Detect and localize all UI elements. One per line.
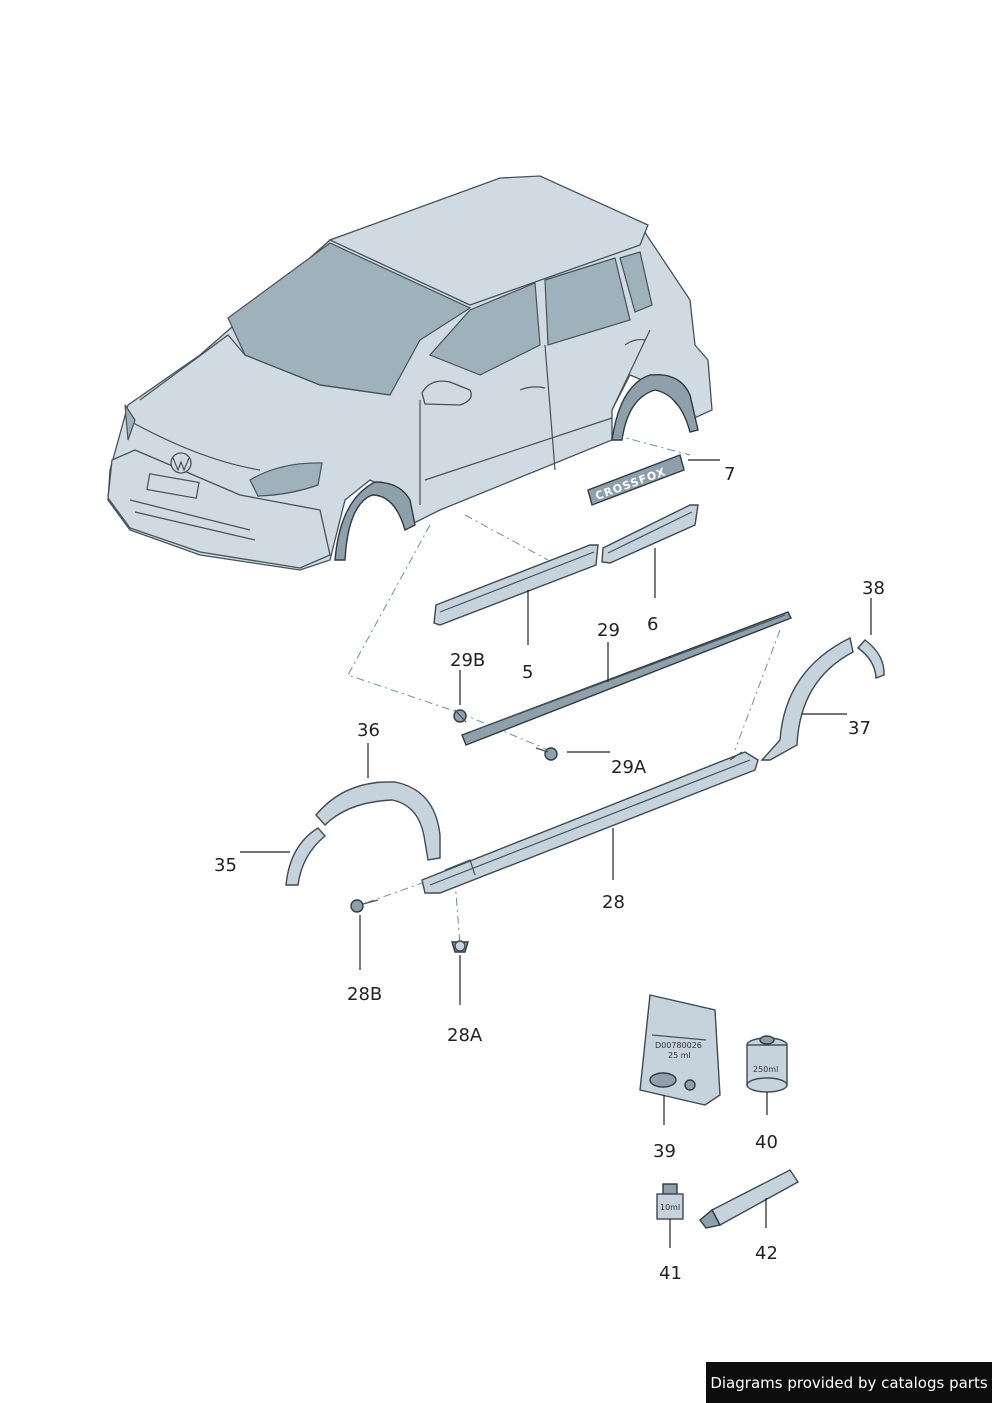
callout-28: 28 xyxy=(602,892,625,913)
callout-35: 35 xyxy=(214,855,237,876)
part-28b-screw[interactable] xyxy=(350,899,379,913)
callout-40: 40 xyxy=(755,1132,778,1153)
callout-42: 42 xyxy=(755,1243,778,1264)
callout-39: 39 xyxy=(653,1141,676,1162)
part-28-side-skirt[interactable] xyxy=(421,751,759,894)
callout-38: 38 xyxy=(862,578,885,599)
callout-29: 29 xyxy=(597,620,620,641)
bag-volume-text: 25 ml xyxy=(668,1051,691,1060)
callout-29a: 29A xyxy=(611,757,647,778)
part-39-adhesive-bag[interactable]: D00780026 25 ml xyxy=(639,994,721,1106)
part-38-rear-arch-trim-end[interactable] xyxy=(856,639,885,679)
part-6-rear-door-moulding[interactable] xyxy=(601,504,699,564)
callout-labels: 7 6 5 29 29B 29A 38 37 36 35 28 28B 28A … xyxy=(214,464,885,1284)
leader-lines xyxy=(240,459,872,1248)
callout-28a: 28A xyxy=(447,1025,483,1046)
bag-code-text: D00780026 xyxy=(655,1041,702,1050)
part-36-front-arch-trim[interactable] xyxy=(315,781,441,861)
guide-lines xyxy=(347,434,781,946)
car-illustration xyxy=(107,175,713,571)
callout-7: 7 xyxy=(724,464,735,485)
part-29b-clip[interactable] xyxy=(453,709,467,723)
part-5-front-door-moulding[interactable] xyxy=(433,544,599,626)
callout-41: 41 xyxy=(659,1263,682,1284)
callout-28b: 28B xyxy=(347,984,382,1005)
part-41-activator-bottle[interactable]: 10ml xyxy=(656,1183,684,1220)
callout-36: 36 xyxy=(357,720,380,741)
part-29a-screw[interactable] xyxy=(535,747,558,761)
callout-5: 5 xyxy=(522,662,533,683)
callout-37: 37 xyxy=(848,718,871,739)
part-40-primer-can[interactable]: 250ml xyxy=(746,1035,788,1093)
part-42-sealant-tube[interactable] xyxy=(699,1169,800,1229)
callout-29b: 29B xyxy=(450,650,485,671)
part-29-sill-strip[interactable] xyxy=(461,611,792,746)
callout-6: 6 xyxy=(647,614,658,635)
bottle-volume-text: 10ml xyxy=(660,1203,680,1212)
part-28a-clip[interactable] xyxy=(451,940,469,953)
credit-banner: Diagrams provided by catalogs parts xyxy=(706,1362,992,1403)
part-35-front-arch-trim-end[interactable] xyxy=(285,827,327,886)
part-7-crossfox-badge[interactable]: CROSSFOX xyxy=(587,454,685,506)
can-volume-text: 250ml xyxy=(753,1065,778,1074)
part-37-rear-arch-trim[interactable] xyxy=(760,636,854,761)
